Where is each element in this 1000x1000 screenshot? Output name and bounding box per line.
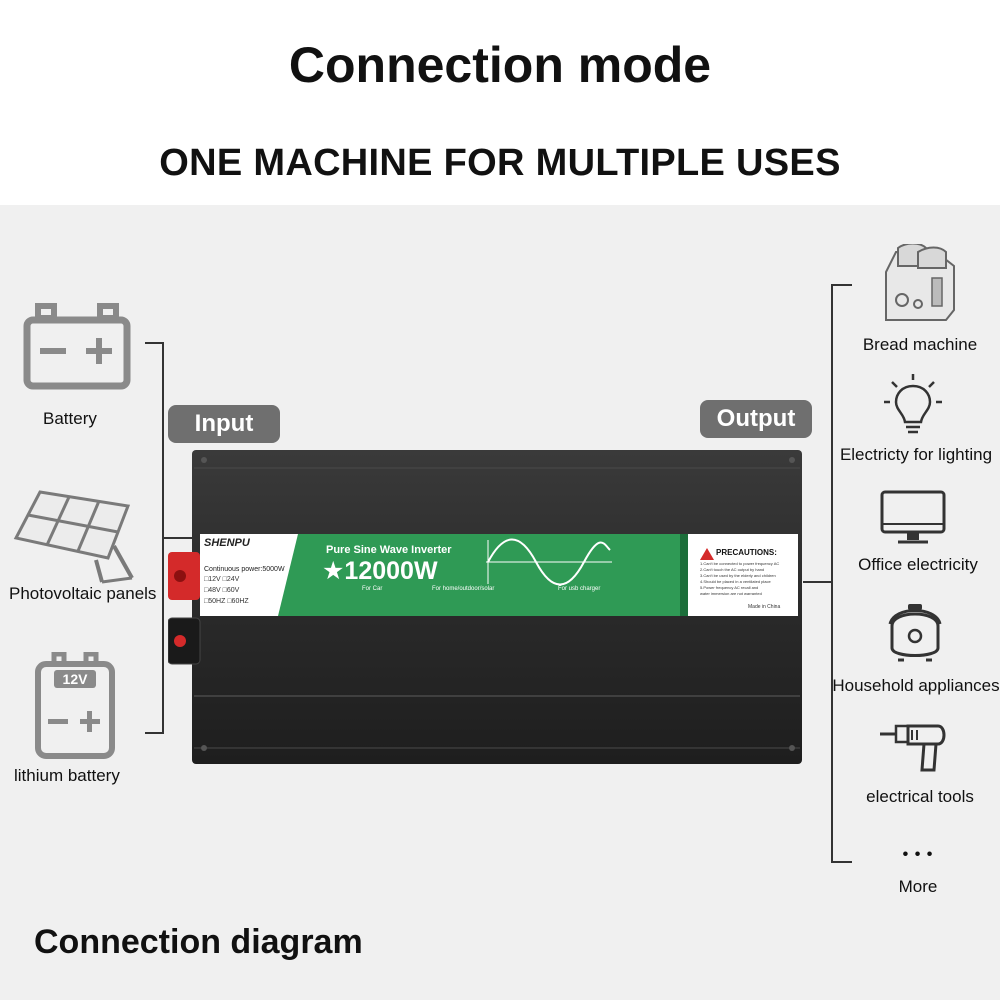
inverter-device	[168, 450, 802, 764]
voltage-options: □12V □24V	[204, 576, 240, 583]
use-home: For home/outdoor/solar	[432, 586, 495, 592]
page-title: Connection mode	[288, 37, 712, 93]
input-tag: Input	[168, 405, 280, 443]
household-label: Household appliances	[832, 676, 1000, 695]
more-icon: • • •	[902, 846, 934, 863]
lithium-battery-label: lithium battery	[14, 766, 120, 785]
office-label: Office electricity	[858, 555, 978, 574]
rice-cooker-icon	[888, 604, 942, 662]
brand-logo: SHENPU	[204, 537, 250, 549]
made-in: Made in China	[748, 604, 781, 610]
frequency-options: □50HZ □60HZ	[204, 598, 249, 605]
tools-label: electrical tools	[866, 787, 974, 806]
battery-icon	[23, 303, 131, 390]
footer-title: Connection diagram	[34, 923, 363, 961]
lighting-label: Electricty for lighting	[839, 445, 993, 464]
negative-terminal	[174, 635, 186, 647]
use-car: For Car	[362, 586, 383, 592]
sine-wave-icon	[486, 538, 612, 586]
input-bracket	[145, 342, 164, 734]
lithium-voltage-badge: 12V	[63, 671, 89, 687]
precautions-list: 1.Can't be connected to power frequency …	[700, 561, 780, 596]
warning-icon	[700, 548, 714, 560]
power-rating: ★12000W	[322, 557, 438, 585]
header-band	[0, 0, 1000, 205]
drill-icon	[880, 724, 946, 772]
use-usb: For usb charger	[558, 586, 601, 592]
page-subtitle: ONE MACHINE FOR MULTIPLE USES	[159, 142, 841, 184]
output-tag: Output	[700, 400, 812, 438]
toaster-icon	[885, 244, 955, 321]
toaster-label: Bread machine	[862, 335, 978, 354]
precautions-title: PRECAUTIONS:	[716, 548, 777, 557]
battery-label: Battery	[43, 409, 97, 428]
solar-panel-icon	[13, 490, 134, 584]
lithium-battery-icon: 12V	[35, 652, 115, 759]
continuous-power: Continuous power:5000W	[204, 566, 285, 573]
star-icon: ★	[322, 557, 345, 585]
more-label[interactable]: More	[898, 877, 938, 896]
light-bulb-icon	[884, 374, 942, 434]
solar-panel-label: Photovoltaic panels	[9, 584, 157, 603]
monitor-icon	[880, 490, 946, 544]
output-bracket	[831, 284, 852, 863]
product-name: Pure Sine Wave Inverter	[326, 544, 452, 556]
voltage-options-2: □48V □60V	[204, 587, 240, 594]
